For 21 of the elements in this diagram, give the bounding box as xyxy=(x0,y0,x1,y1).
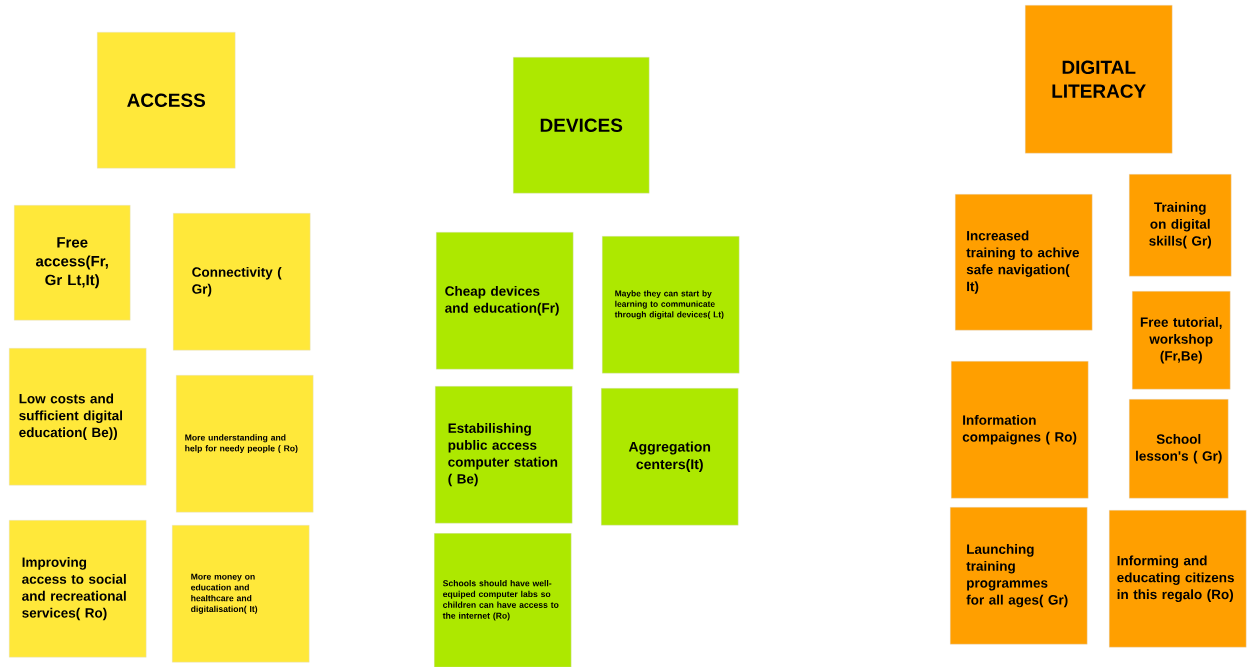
sticky-note: Schools should have well-equiped computer labs so children can have access to the internet (Ro) xyxy=(434,533,572,667)
sticky-note: Low costs and sufficient digital education( Be)) xyxy=(9,348,147,486)
sticky-note: Training on digital skills( Gr) xyxy=(1129,174,1232,277)
sticky-note: School lesson's ( Gr) xyxy=(1129,399,1229,499)
sticky-note: Free tutorial, workshop (Fr,Be) xyxy=(1132,291,1231,390)
sticky-note: Information compaignes ( Ro) xyxy=(951,361,1089,499)
sticky-note: Free access(Fr, Gr Lt,It) xyxy=(14,205,131,321)
category-note: ACCESS xyxy=(97,32,236,169)
sticky-note: Improving access to social and recreational services( Ro) xyxy=(9,520,147,658)
category-note: DIGITAL LITERACY xyxy=(1025,5,1173,154)
sticky-note: Estabilishing public access computer station ( Be) xyxy=(435,386,573,524)
sticky-note: Aggregation centers(It) xyxy=(601,388,739,526)
category-note: DEVICES xyxy=(513,57,650,194)
sticky-note: More understanding and help for needy people ( Ro) xyxy=(176,375,314,513)
sticky-note: Connectivity ( Gr) xyxy=(173,213,311,351)
sticky-note: Launching training programmes for all ages( Gr) xyxy=(950,507,1088,645)
sticky-note: Cheap devices and education(Fr) xyxy=(436,232,574,370)
sticky-note: More money on education and healthcare and digitalisation( It) xyxy=(172,525,310,663)
sticky-note: Maybe they can start by learning to communicate through digital devices( Lt) xyxy=(602,236,740,374)
sticky-note: Informing and educating citizens in this regalo (Ro) xyxy=(1109,510,1247,648)
sticky-note: Increased training to achive safe navigation( It) xyxy=(955,194,1093,331)
